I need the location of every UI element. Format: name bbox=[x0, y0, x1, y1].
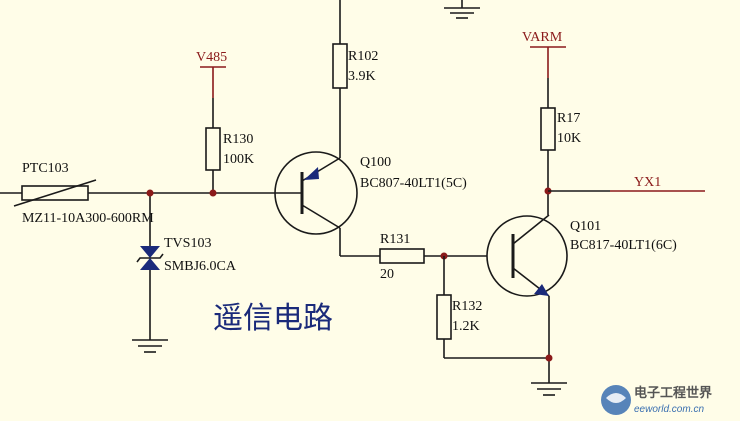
tvs103-ref: TVS103 bbox=[164, 236, 211, 251]
r130-resistor bbox=[205, 127, 221, 171]
r131-ref: R131 bbox=[380, 232, 410, 247]
r102-value: 3.9K bbox=[348, 69, 376, 84]
r17-value: 10K bbox=[557, 131, 581, 146]
r132-value: 1.2K bbox=[452, 319, 480, 334]
circuit-title: 遥信电路 bbox=[213, 301, 333, 336]
ptc103-thermistor bbox=[13, 179, 97, 207]
r131-resistor bbox=[379, 248, 425, 264]
r102-resistor bbox=[332, 43, 348, 89]
ground-symbol-q101 bbox=[531, 382, 567, 396]
q100-pnp-transistor bbox=[274, 151, 358, 235]
q101-ref: Q101 bbox=[570, 219, 601, 234]
net-label-yx1: YX1 bbox=[634, 175, 661, 190]
r130-ref: R130 bbox=[223, 132, 253, 147]
v485-rail bbox=[200, 66, 226, 128]
watermark-en: eeworld.com.cn bbox=[634, 404, 704, 415]
q101-npn-transistor bbox=[486, 214, 568, 297]
r102-ref: R102 bbox=[348, 49, 378, 64]
r132-ref: R132 bbox=[452, 299, 482, 314]
junction-tvs bbox=[146, 189, 154, 197]
r17-resistor bbox=[540, 107, 556, 151]
r131-value: 20 bbox=[380, 267, 394, 282]
varm-rail bbox=[530, 46, 566, 108]
q100-collector-wire bbox=[339, 228, 380, 257]
r130-value: 100K bbox=[223, 152, 254, 167]
ptc103-value: MZ11-10A300-600RM bbox=[22, 211, 154, 226]
q101-value: BC817-40LT1(6C) bbox=[570, 238, 677, 253]
tvs103-diode bbox=[136, 193, 164, 340]
ptc103-ref: PTC103 bbox=[22, 161, 69, 176]
junction-r130 bbox=[209, 189, 217, 197]
net-label-varm: VARM bbox=[522, 30, 563, 45]
eeworld-logo: 电子工程世界 eeworld.com.cn bbox=[601, 385, 712, 415]
r17-ref: R17 bbox=[557, 111, 580, 126]
q100-value: BC807-40LT1(5C) bbox=[360, 176, 467, 191]
q100-ref: Q100 bbox=[360, 155, 391, 170]
ground-symbol-tvs bbox=[132, 339, 168, 353]
watermark-cn: 电子工程世界 bbox=[634, 385, 712, 401]
tvs103-value: SMBJ6.0CA bbox=[164, 259, 237, 274]
junction-emitter bbox=[545, 354, 553, 362]
net-label-v485: V485 bbox=[196, 50, 227, 65]
ground-symbol-top bbox=[444, 0, 480, 19]
r132-resistor bbox=[436, 294, 452, 340]
